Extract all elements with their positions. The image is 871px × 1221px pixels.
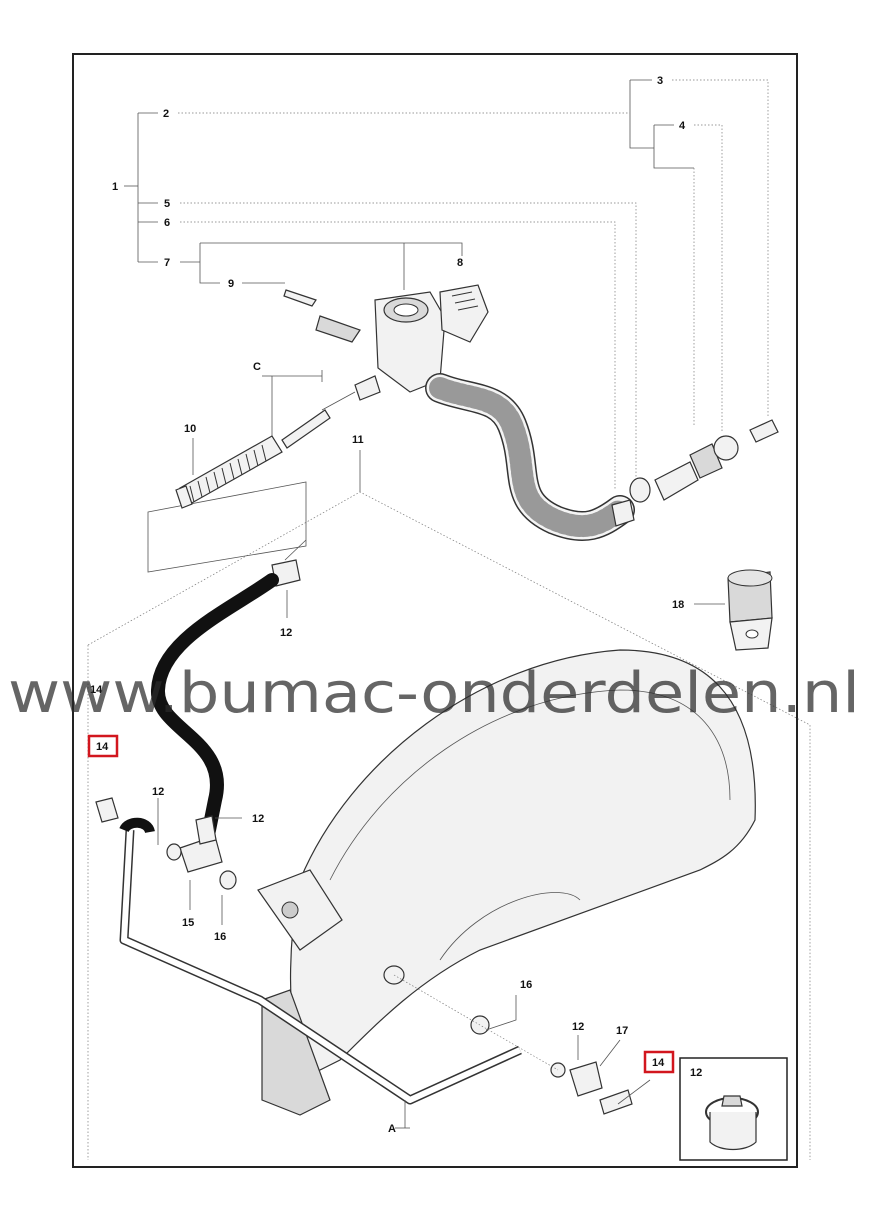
label-16-right: 16	[520, 979, 532, 991]
label-14-right: 14	[652, 1057, 665, 1069]
assembly-outline	[87, 491, 811, 1160]
clamp-inset	[679, 1057, 788, 1161]
t-piece-15-part	[166, 815, 343, 951]
label-8: 8	[457, 257, 463, 269]
highlight-box-14-left	[87, 734, 119, 758]
label-18: 18	[672, 599, 684, 611]
nipple-connector-part	[321, 375, 381, 411]
label-16-left: 16	[214, 931, 226, 943]
label-A: A	[388, 1123, 396, 1135]
spiral-spring-part	[175, 409, 331, 509]
label-14-left: 14	[96, 741, 109, 753]
label-7: 7	[164, 257, 170, 269]
right-side-fittings-part	[383, 965, 633, 1115]
blade-guard-part	[261, 649, 756, 1116]
label-3: 3	[657, 75, 663, 87]
label-14-partial: 14	[90, 684, 103, 696]
valve-head-part	[374, 284, 489, 393]
label-5: 5	[164, 198, 170, 210]
top-leaders	[124, 79, 769, 618]
fitting-parts-5-6	[629, 419, 779, 503]
label-12-mid-right: 12	[252, 813, 264, 825]
label-4: 4	[679, 120, 686, 132]
watermark-text: www.bumac-onderdelen.nl	[8, 661, 860, 726]
highlight-box-14-right	[643, 1050, 675, 1074]
label-17: 17	[616, 1025, 628, 1037]
label-12-top: 12	[280, 627, 292, 639]
label-12-mid-left: 12	[152, 786, 164, 798]
lower-pipe-part	[119, 817, 522, 1105]
label-9: 9	[228, 278, 234, 290]
black-hose-part	[151, 573, 279, 842]
label-15: 15	[182, 917, 194, 929]
bottom-leaders	[157, 798, 651, 1129]
screw-9-part	[283, 289, 361, 343]
label-2: 2	[163, 108, 169, 120]
label-10: 10	[184, 423, 196, 435]
label-11: 11	[352, 434, 364, 446]
label-6: 6	[164, 217, 170, 229]
label-12-inset: 12	[690, 1067, 702, 1079]
hose-reinforced-part	[425, 373, 635, 542]
screw-14-left-part	[95, 797, 119, 823]
label-C: C	[253, 361, 261, 373]
diagram-frame	[72, 53, 798, 1168]
label-1: 1	[112, 181, 118, 193]
label-12-bottom: 12	[572, 1021, 584, 1033]
quick-coupling-18-part	[727, 569, 773, 651]
